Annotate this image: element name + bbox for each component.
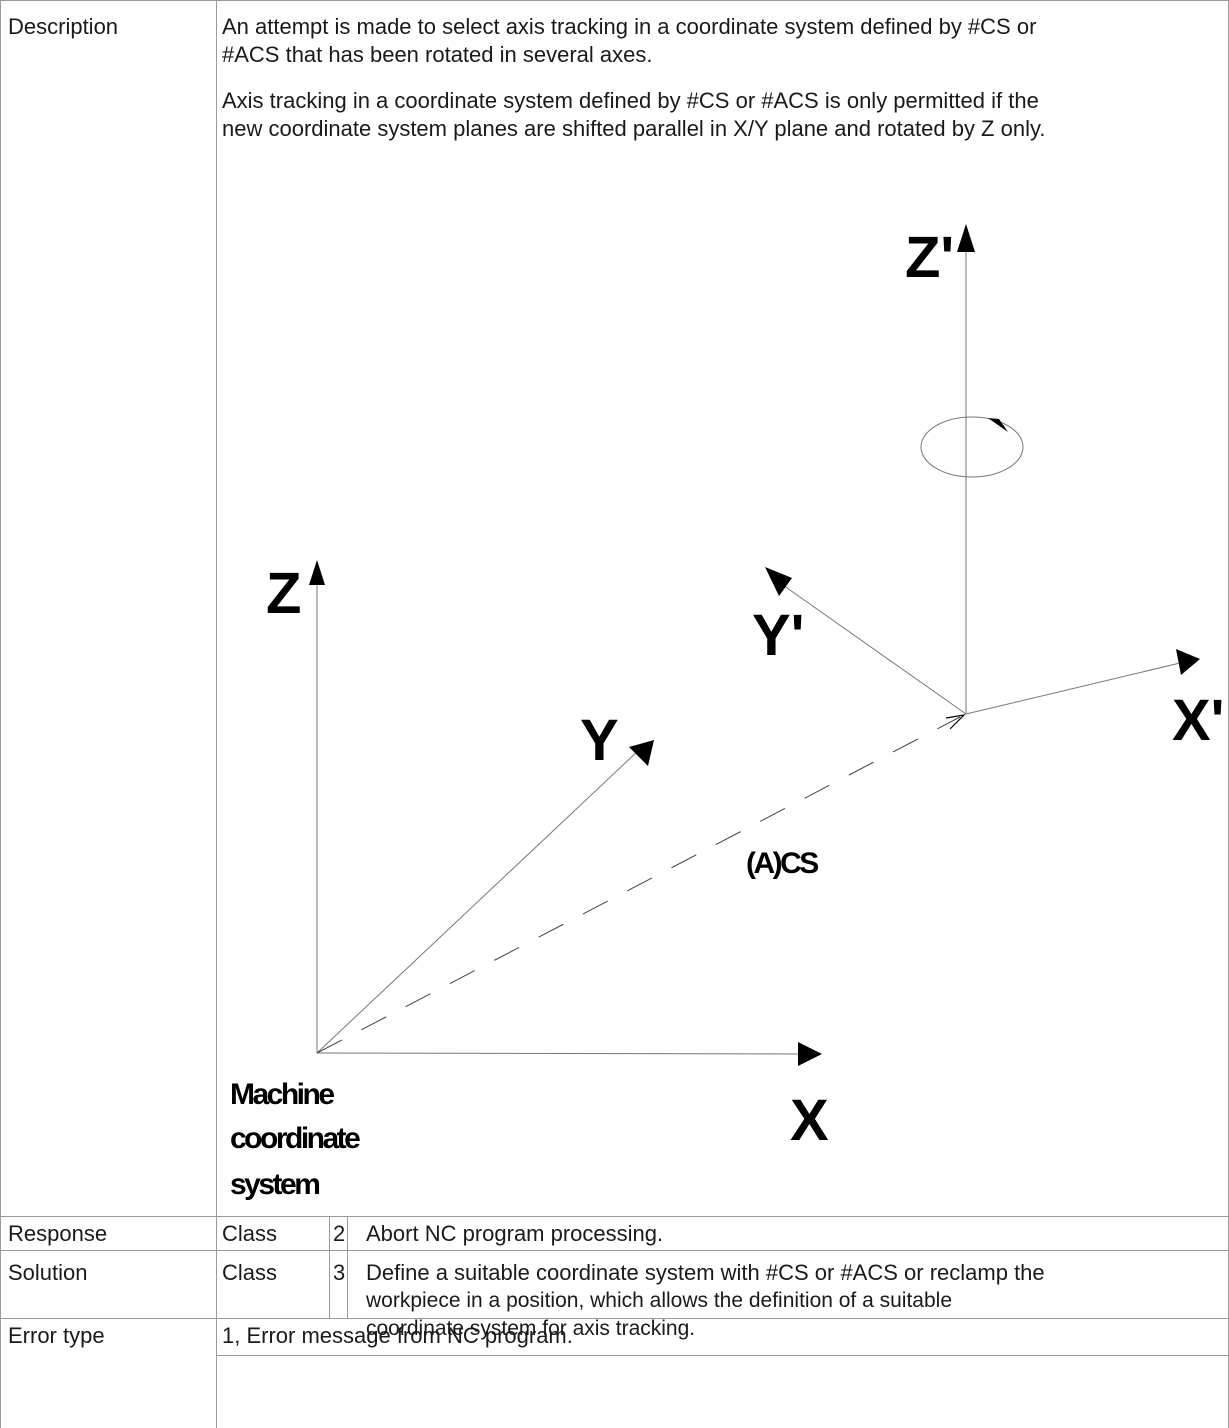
rotated-x-axis (965, 662, 1181, 715)
rotated-x-label: X' (1172, 688, 1224, 753)
description-paragraph-2-line-1: Axis tracking in a coordinate system def… (222, 88, 1039, 113)
coordinate-system-diagram: Z Y X Z' Y' X' (A)CS Machine coordinate … (230, 224, 1224, 1201)
description-paragraph-2-line-2: new coordinate system planes are shifted… (222, 116, 1046, 141)
row-divider-solution (0, 1318, 1229, 1319)
rotated-x-arrowhead (1176, 649, 1200, 675)
solution-class-value: 3 (333, 1260, 346, 1285)
acs-offset-vector (316, 716, 961, 1054)
rotated-z-label: Z' (905, 225, 954, 290)
machine-y-arrowhead (629, 740, 654, 766)
row-divider-description (0, 1216, 1229, 1217)
machine-y-axis (316, 749, 640, 1054)
value-column-divider (347, 1216, 348, 1318)
class-column-divider (329, 1216, 330, 1318)
description-paragraph-1-line-2: #ACS that has been rotated in several ax… (222, 42, 653, 67)
response-class-label: Class (222, 1221, 278, 1246)
rotation-ellipse (920, 416, 1024, 478)
machine-x-axis (316, 1052, 801, 1055)
acs-offset-arrowhead (945, 714, 966, 730)
rotated-z-arrowhead (957, 224, 975, 252)
machine-y-label: Y (580, 708, 619, 773)
description-label: Description (8, 14, 119, 39)
row-divider-response (0, 1250, 1229, 1251)
solution-text-line-3: coordinate system for axis tracking. (366, 1317, 696, 1340)
solution-text-line-2: workpiece in a position, which allows th… (366, 1289, 953, 1312)
description-paragraph-1-line-1: An attempt is made to select axis tracki… (222, 14, 1037, 39)
rotated-y-arrowhead (765, 567, 792, 596)
solution-label: Solution (8, 1260, 88, 1285)
machine-x-label: X (790, 1088, 829, 1153)
table-top-border (0, 0, 1229, 1)
response-class-value: 2 (333, 1221, 346, 1246)
rotation-arrowhead (988, 418, 1008, 432)
acs-offset-label: (A)CS (746, 847, 818, 880)
rotated-y-label: Y' (752, 603, 804, 668)
response-text: Abort NC program processing. (366, 1221, 664, 1246)
machine-z-label: Z (266, 561, 301, 626)
solution-text-line-1: Define a suitable coordinate system with… (366, 1260, 1045, 1285)
machine-z-arrowhead (309, 560, 325, 585)
machine-caption-line-3: system (230, 1168, 319, 1201)
column-divider (216, 0, 217, 1428)
machine-caption-line-2: coordinate (230, 1122, 360, 1155)
solution-class-label: Class (222, 1260, 278, 1285)
error-type-label: Error type (8, 1323, 105, 1348)
error-type-text: 1, Error message from NC program. (222, 1323, 573, 1348)
machine-x-arrowhead (798, 1042, 822, 1066)
response-label: Response (8, 1221, 108, 1246)
row-divider-error-type (216, 1355, 1229, 1356)
rotated-y-axis (779, 582, 967, 715)
table-left-border (0, 0, 1, 1428)
machine-caption-line-1: Machine (230, 1078, 334, 1111)
